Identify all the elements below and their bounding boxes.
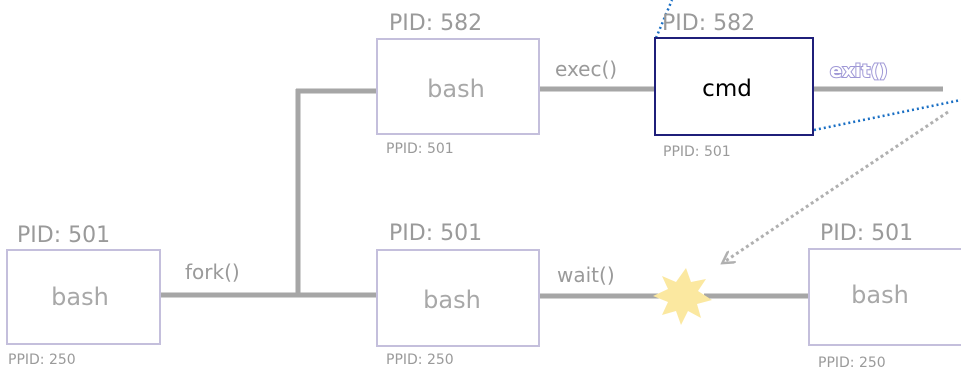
process-box [808,248,961,346]
process-name: bash [423,286,481,314]
callout-lines [654,0,961,132]
process-parent-left: PID: 501 bash PPID: 250 [6,223,161,368]
process-child-top: PID: 582 bash PPID: 501 [376,11,540,157]
ppid-label: PPID: 250 [8,352,76,368]
process-cmd-top: PID: 582 cmd PPID: 501 [654,11,814,160]
pid-label: PID: 501 [820,221,913,246]
process-parent-right: PID: 501 bash PPID: 250 [808,221,961,371]
process-parent-mid: PID: 501 bash PPID: 250 [376,221,540,368]
callout-line-right [813,98,961,132]
process-box-active [654,37,814,136]
pid-label: PID: 501 [389,221,482,246]
ppid-label: PPID: 250 [818,355,886,369]
ppid-label: PPID: 250 [386,352,454,368]
exit-label: exit() [830,61,888,82]
signal-burst-icon [653,268,712,325]
pid-label: PID: 582 [662,11,755,36]
wait-label: wait() [557,263,615,287]
ppid-label: PPID: 501 [663,144,731,160]
process-box [376,38,540,135]
sigchld-arrow [724,110,949,262]
callout-line-top [654,0,674,39]
flow-lines [160,86,943,299]
process-box [376,249,540,347]
process-name: cmd [702,76,752,102]
exec-label: exec() [555,57,617,81]
process-name: bash [851,281,909,309]
process-name: bash [51,283,109,311]
process-name: bash [427,75,485,103]
fork-label: fork() [185,260,240,284]
pid-label: PID: 582 [389,11,482,36]
process-box [6,249,161,345]
ppid-label: PPID: 501 [386,141,454,157]
pid-label: PID: 501 [17,223,110,248]
